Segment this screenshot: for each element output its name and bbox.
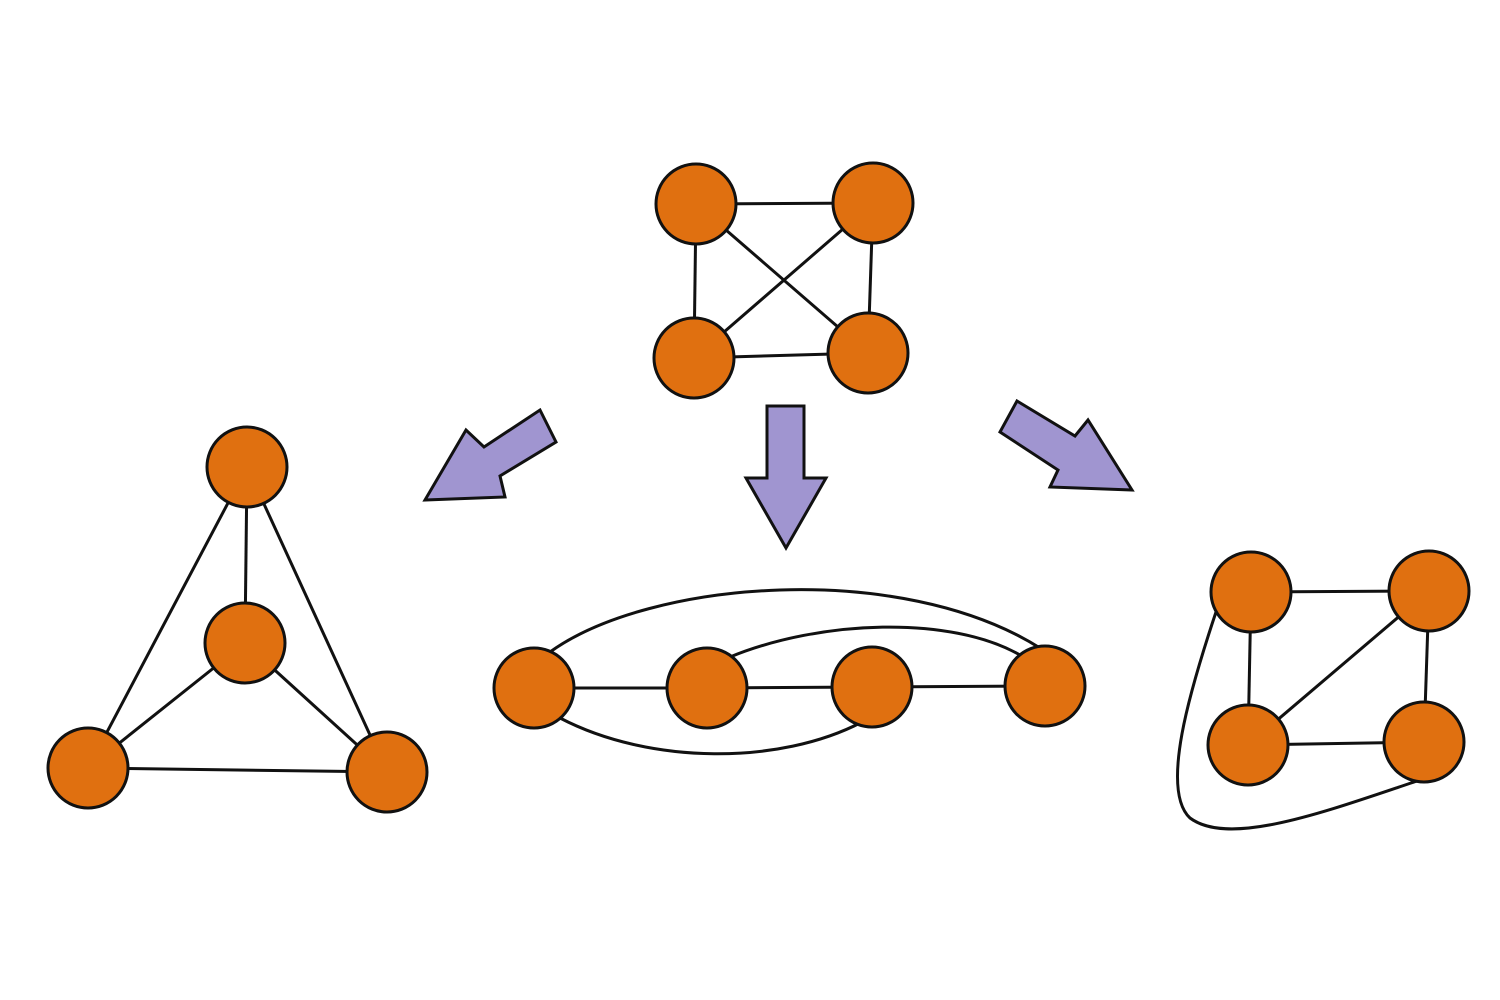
edge-arc <box>549 588 1041 654</box>
node <box>654 162 738 246</box>
edge-arc <box>559 716 863 756</box>
node <box>665 646 749 730</box>
arrow-down-left-icon <box>422 407 558 502</box>
node <box>345 730 429 814</box>
source-graph-k4 <box>652 161 915 400</box>
planar-drawing-loop <box>1176 549 1471 831</box>
arrow-down-right-icon <box>998 398 1135 492</box>
edge <box>86 466 249 769</box>
node <box>1382 700 1466 784</box>
edge <box>87 766 388 774</box>
linear-drawing-arcs <box>492 588 1087 756</box>
node <box>1003 644 1087 728</box>
node <box>830 645 914 729</box>
planar-drawing-triangle <box>46 425 429 814</box>
node <box>1387 549 1471 633</box>
node <box>203 601 287 685</box>
edge <box>245 466 389 773</box>
edge-arc <box>729 625 1021 659</box>
arrow-down-icon <box>743 404 829 552</box>
edge-loop <box>1176 611 1421 831</box>
node <box>831 161 915 245</box>
node <box>205 425 289 509</box>
node <box>1206 703 1290 787</box>
node <box>1209 550 1293 634</box>
node <box>46 726 130 810</box>
node <box>492 646 576 730</box>
node <box>652 316 736 400</box>
node <box>826 311 910 395</box>
